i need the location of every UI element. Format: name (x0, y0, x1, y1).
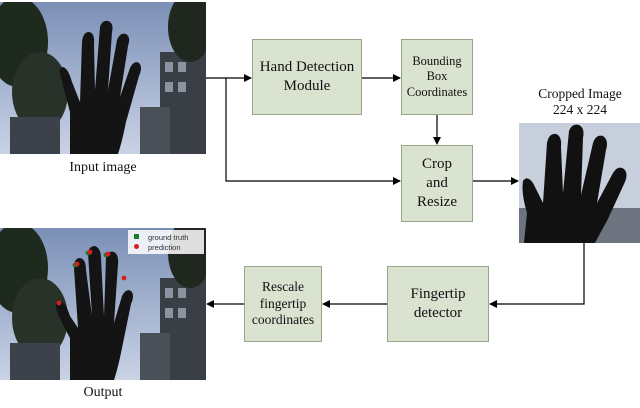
hand-detection-module-label: Hand Detection Module (259, 59, 355, 94)
legend-prediction: prediction (148, 243, 181, 252)
legend-ground-truth: ground truth (148, 233, 189, 242)
output-caption: Output (83, 385, 123, 400)
output-image-photo: ground truth prediction (0, 228, 206, 380)
crop-and-resize-label: Crop and Resize (417, 156, 457, 210)
hand-detection-module-box: Hand Detection Module (252, 39, 362, 115)
cropped-image-photo (519, 123, 640, 243)
arrow-cropped-image-to-detector (489, 243, 585, 308)
arrow-input-to-crop (225, 78, 401, 185)
crop-and-resize-box: Crop and Resize (401, 145, 473, 222)
bounding-box-coordinates-box: Bounding Box Coordinates (401, 39, 473, 115)
fingertip-markers (56, 249, 127, 306)
input-image-caption: Input image (69, 160, 137, 175)
fingertip-detector-label: Fingertip detector (410, 286, 466, 321)
fingertip-detector-box: Fingertip detector (387, 266, 489, 342)
rescale-fingertip-coordinates-label: Rescale fingertip coordinates (251, 278, 315, 328)
rescale-fingertip-coordinates-box: Rescale fingertip coordinates (244, 266, 322, 342)
bounding-box-coordinates-label: Bounding Box Coordinates (406, 53, 468, 99)
cropped-image-caption: Cropped Image 224 x 224 (538, 86, 622, 118)
input-image-photo (0, 2, 206, 154)
